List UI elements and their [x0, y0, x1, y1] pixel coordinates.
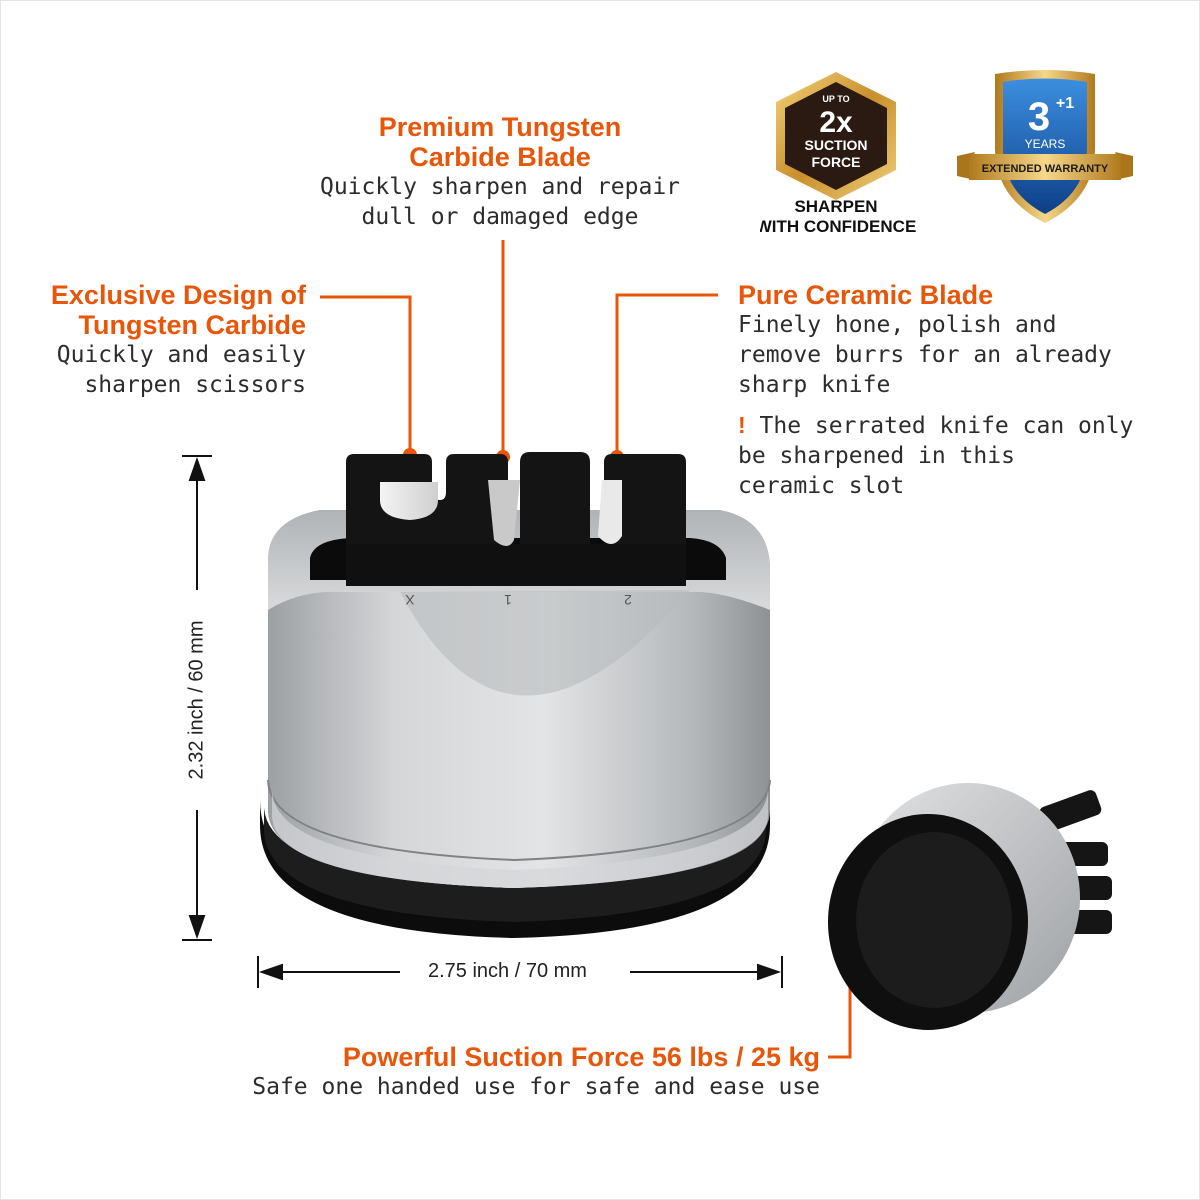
tungsten-blade-title-1: Premium Tungsten	[378, 112, 622, 142]
badge-suction: SUCTION	[805, 137, 868, 153]
warranty-badge: 3 +1 YEARS EXTENDED WARRANTY	[957, 70, 1133, 223]
warranty-ribbon-text: EXTENDED WARRANTY	[982, 163, 1109, 175]
shield-fill-icon	[1003, 78, 1087, 214]
height-arrow-down-icon	[188, 915, 206, 940]
knife-sharpener-product: X 1 2	[260, 452, 771, 938]
suction-desc: Safe one handed use for safe and ease us…	[252, 1074, 820, 1100]
ceramic-blade-desc-2: remove burrs for an already	[738, 342, 1112, 368]
exclusive-design-desc-2: sharpen scissors	[84, 372, 306, 398]
tungsten-carbide-insert	[488, 480, 520, 546]
tungsten-blade-desc-1: Quickly sharpen and repair	[319, 174, 681, 200]
ceramic-blade-feature: Pure Ceramic Blade Finely hone, polish a…	[738, 280, 1178, 501]
suction-title: Powerful Suction Force 56 lbs / 25 kg	[342, 1042, 820, 1072]
ceramic-warning-1: ! The serrated knife can only	[738, 410, 1178, 441]
warranty-plus: +1	[1056, 95, 1074, 112]
ceramic-blade-title: Pure Ceramic Blade	[738, 280, 994, 310]
height-arrow-up-icon	[188, 456, 206, 481]
exclusive-design-title-2: Tungsten Carbide	[78, 310, 306, 340]
ceramic-blade-desc-3: sharp knife	[738, 372, 891, 398]
slot-number-2: 2	[624, 592, 632, 608]
slot-number-x: X	[405, 592, 415, 608]
badge-up-to: UP TO	[822, 94, 849, 104]
sharpener-side-view	[828, 783, 1112, 1030]
ceramic-warning-text-1: The serrated knife can only	[759, 413, 1134, 439]
ceramic-warning-3: ceramic slot	[738, 473, 905, 499]
tungsten-blade-feature: Premium Tungsten Carbide Blade Quickly s…	[300, 112, 700, 232]
ceramic-blade-desc-1: Finely hone, polish and	[738, 312, 1057, 338]
warranty-ribbon	[969, 154, 1121, 180]
warranty-years: YEARS	[1025, 137, 1066, 151]
badge-hexagon-fill	[785, 82, 887, 190]
suction-feature: Powerful Suction Force 56 lbs / 25 kg Sa…	[200, 1042, 820, 1102]
tungsten-blade-desc-2: dull or damaged edge	[361, 204, 639, 230]
ceramic-blade-callout-line	[615, 293, 718, 452]
suction-force-badge: UP TO 2x SUCTION FORCE SHARPEN WITH CONF…	[760, 72, 916, 236]
exclusive-design-desc-1: Quickly and easily	[56, 342, 306, 368]
badge-caption-1: SHARPEN	[794, 197, 877, 216]
ceramic-warning-2: be sharpened in this	[738, 443, 1015, 469]
width-dimension-label: 2.75 inch / 70 mm	[428, 960, 587, 982]
badge-multiplier: 2x	[819, 106, 853, 139]
scissors-carbide-insert	[380, 482, 438, 520]
exclusive-design-callout-line	[320, 295, 412, 450]
warning-mark-icon: !	[738, 412, 746, 438]
warranty-number: 3	[1028, 95, 1050, 139]
width-arrow-right-icon	[757, 963, 782, 981]
tungsten-blade-title-2: Carbide Blade	[409, 142, 591, 172]
badge-caption-2: WITH CONFIDENCE	[760, 217, 916, 236]
exclusive-design-feature: Exclusive Design of Tungsten Carbide Qui…	[20, 280, 306, 400]
width-arrow-left-icon	[258, 963, 283, 981]
badge-force: FORCE	[812, 154, 861, 170]
slot-number-1: 1	[504, 592, 512, 608]
height-dimension-label: 2.32 inch / 60 mm	[185, 620, 208, 780]
ceramic-insert	[598, 480, 622, 544]
exclusive-design-title-1: Exclusive Design of	[50, 280, 306, 310]
